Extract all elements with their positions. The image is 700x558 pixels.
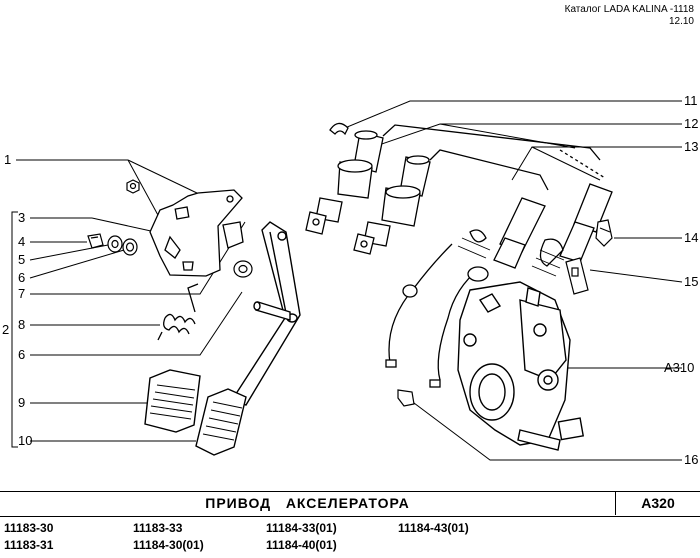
title-bar: ПРИВОД АКСЕЛЕРАТОРА A320 [0,491,700,517]
part-number: 11184-33(01) [266,521,337,535]
cable-end-part-13 [385,183,613,388]
callout-6a: 6 [18,270,25,285]
return-spring-part-8 [157,283,199,341]
assembly-code: A320 [615,492,700,515]
clip-part-4 [87,233,104,249]
part-number: 11184-30(01) [133,538,204,552]
callout-3: 3 [18,210,25,225]
part-number: 11184-43(01) [398,521,469,535]
pedal-lever-part-10 [230,221,301,406]
washer-part-5 [107,235,123,253]
leader-16 [409,399,682,461]
callout-2: 2 [2,322,9,337]
part-number: 11183-31 [4,538,54,552]
callout-4: 4 [18,234,25,249]
pedal-pad-part-10 [195,388,247,456]
callout-6b: 6 [18,347,25,362]
retainer-clip-part-11 [329,122,349,136]
callout-13: 13 [684,139,698,154]
callout-15: 15 [684,274,698,289]
catalog-date: 12.10 [668,16,694,27]
callout-7: 7 [18,286,25,301]
cable-housing-part-12 [305,124,606,255]
leader-6a [29,249,125,279]
leader-11 [339,100,682,131]
bushing-part-6b [233,260,253,278]
leader-13 [511,146,682,181]
callout-1: 1 [4,152,11,167]
assembly-title: ПРИВОД АКСЕЛЕРАТОРА [205,495,410,511]
callout-A310: A310 [664,360,694,375]
callout-9: 9 [18,395,25,410]
callout-5: 5 [18,252,25,267]
callout-14: 14 [684,230,698,245]
leader-6b [30,291,243,356]
leader-15 [589,269,683,283]
part-number: 11183-33 [133,521,183,535]
catalog-title: Каталог LADA KALINA -1118 [564,4,694,15]
callout-10: 10 [18,433,32,448]
accelerator-drive-diagram: 1 2 3 4 5 6 7 8 6 9 10 11 12 13 14 15 A3… [2,93,698,467]
catalog-footer: ПРИВОД АКСЕЛЕРАТОРА A320 11183-30 11183-… [0,491,700,558]
callout-16: 16 [684,452,698,467]
nut-part-1 [126,179,140,194]
part-number: 11183-30 [4,521,54,535]
bracket-part-15 [565,257,589,295]
part-number: 11184-40(01) [266,538,337,552]
catalog-header: Каталог LADA KALINA -1118 12.10 [565,4,694,28]
part-number-table: 11183-30 11183-33 11184-33(01) 11184-43(… [0,521,700,557]
pedal-pad-part-9 [144,369,201,433]
clip-part-14 [595,219,613,247]
bushing-part-6 [122,238,138,256]
callout-12: 12 [684,116,698,131]
callout-11: 11 [684,93,698,108]
throttle-body-assembly [457,281,585,451]
clip-part-16 [397,389,415,407]
pedal-bracket-part-3 [149,189,244,277]
callout-8: 8 [18,317,25,332]
group-bracket-2 [11,211,18,448]
